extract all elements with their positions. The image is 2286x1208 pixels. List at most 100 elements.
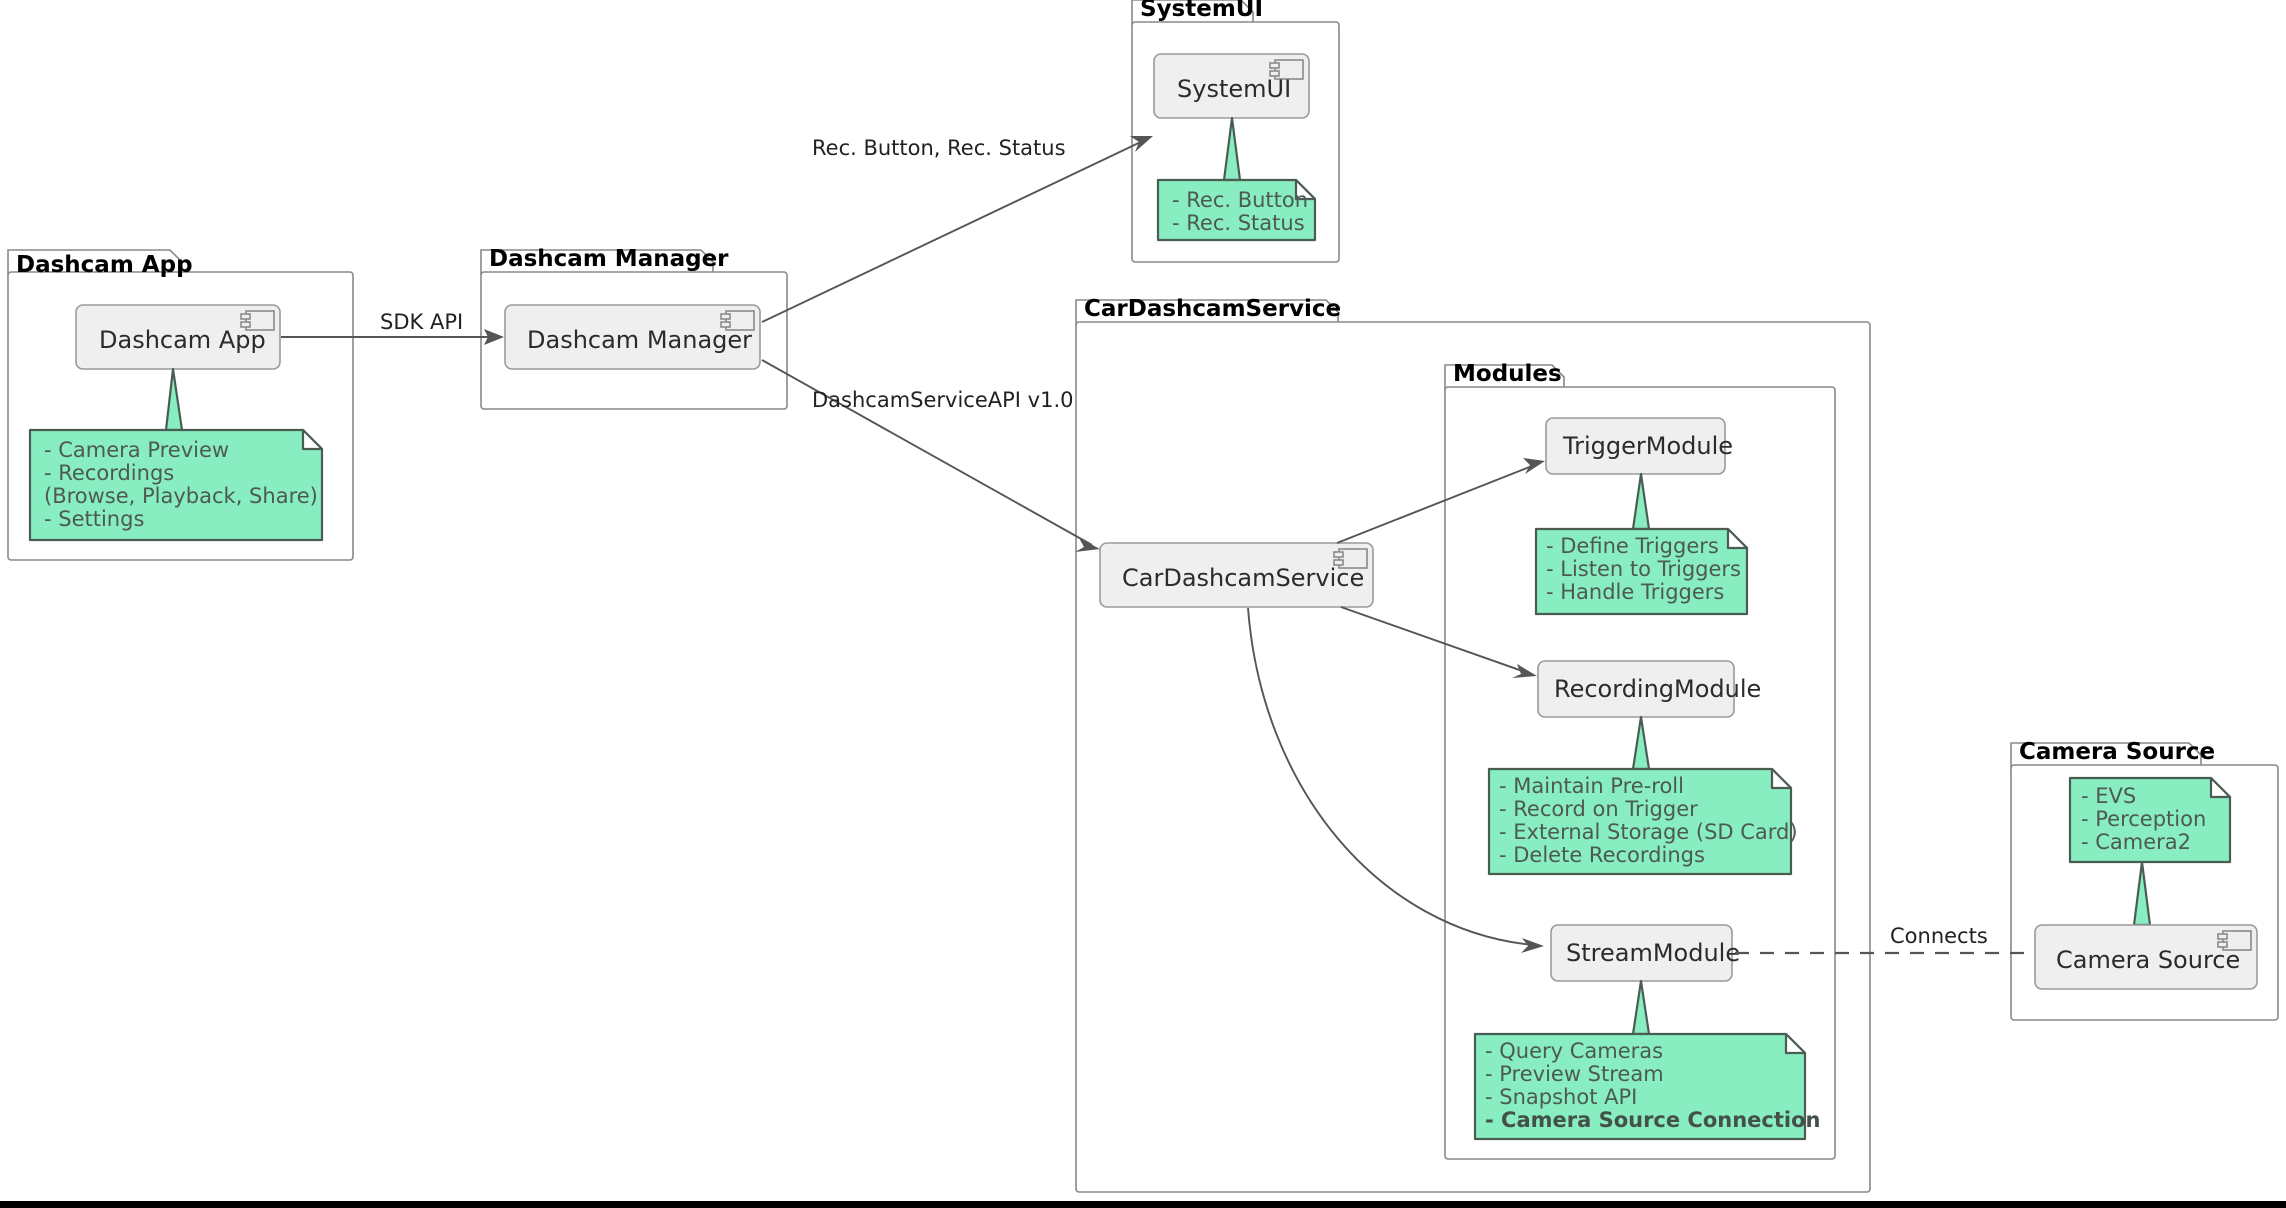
component-label-dashcam-app: Dashcam App [99,326,266,354]
note-line: - Preview Stream [1485,1062,1664,1086]
component-dashcam-app[interactable]: Dashcam App [75,304,281,370]
package-cardashcamservice[interactable]: CarDashcamService CarDashcamService Modu… [1075,296,1871,1193]
note-recordingmodule[interactable]: - Maintain Pre-roll - Record on Trigger … [1487,767,1798,876]
note-line: - Query Cameras [1485,1039,1663,1063]
note-body-dashcam-app [28,428,324,542]
note-line: - Camera Preview [44,438,229,462]
package-dashcam-app[interactable]: Dashcam App Dashcam App - Camera Preview… [7,249,354,561]
note-line: - Recordings [44,461,174,485]
package-title-dashcam-manager: Dashcam Manager [489,246,729,272]
note-line: - Handle Triggers [1546,580,1724,604]
component-box-recordingmodule [1537,660,1735,718]
note-fold-triggermodule [1726,527,1749,550]
connection-line-dashcamserviceapi [761,359,1093,546]
component-label-camera-source: Camera Source [2056,946,2240,974]
component-box-dashcam-manager [504,304,761,370]
package-title-systemui: SystemUI [1140,0,1263,22]
package-modules[interactable]: Modules TriggerModule - Define Triggers … [1444,361,1836,1160]
connection-line-service-trigger [1336,463,1538,544]
component-label-streammodule: StreamModule [1566,939,1740,967]
note-line: - Camera2 [2081,830,2191,854]
connection-service-recording[interactable] [1340,606,1537,678]
package-title-modules: Modules [1453,361,1562,387]
note-line: - Delete Recordings [1499,843,1705,867]
component-label-recordingmodule: RecordingModule [1554,675,1761,703]
package-systemui[interactable]: SystemUI SystemUI - Rec. Button - Rec. S… [1131,0,1340,263]
connection-arrowhead-service-recording [1512,664,1537,678]
package-title-dashcam-app: Dashcam App [16,252,193,278]
connection-arrowhead-dashcamserviceapi [1075,538,1100,552]
connection-dashcamserviceapi[interactable]: DashcamServiceAPI v1.0 [761,359,1100,552]
note-body-streammodule [1473,1032,1807,1141]
connection-line-service-stream [1247,607,1534,946]
component-cardashcamservice[interactable]: CarDashcamService [1099,542,1374,608]
connection-rec-button-status[interactable]: Rec. Button, Rec. Status [761,136,1153,323]
component-label-triggermodule: TriggerModule [1562,432,1733,460]
connection-label-connects: Connects [1890,924,1988,948]
note-body-recordingmodule [1487,767,1793,876]
component-streammodule[interactable]: StreamModule [1550,924,1740,982]
connection-connects[interactable]: Connects [1735,924,2033,955]
package-title-camera-source: Camera Source [2019,739,2215,765]
note-line: - External Storage (SD Card) [1499,820,1798,844]
note-line: - Perception [2081,807,2206,831]
window-bottom-edge [0,1201,2286,1208]
note-systemui[interactable]: - Rec. Button - Rec. Status [1156,178,1317,242]
note-dashcam-app[interactable]: - Camera Preview - Recordings (Browse, P… [28,428,324,542]
component-label-dashcam-manager: Dashcam Manager [527,326,752,354]
component-box-cardashcamservice [1099,542,1374,608]
connection-line-rec-button-status [761,139,1146,323]
component-recordingmodule[interactable]: RecordingModule [1537,660,1761,718]
note-line: - Record on Trigger [1499,797,1698,821]
connection-arrowhead-sdk-api [484,329,504,345]
package-title-cardashcamservice: CarDashcamService [1084,296,1341,322]
connection-service-trigger[interactable] [1336,458,1545,544]
component-camera-source[interactable]: Camera Source [2034,924,2258,990]
note-line: - Settings [44,507,144,531]
connection-service-stream[interactable] [1247,607,1544,953]
component-box-dashcam-app [75,304,281,370]
connection-arrowhead-service-trigger [1523,458,1545,474]
note-fold-camera-source [2209,776,2232,799]
component-box-triggermodule [1545,417,1726,475]
note-line: (Browse, Playback, Share) [44,484,318,508]
package-dashcam-manager[interactable]: Dashcam Manager Dashcam Manager [480,246,788,410]
note-line: - Define Triggers [1546,534,1719,558]
component-glyph-icon [240,310,275,331]
component-label-systemui: SystemUI [1177,75,1291,103]
note-fold-dashcam-app [301,428,324,451]
note-line: - Listen to Triggers [1546,557,1741,581]
note-body-triggermodule [1534,527,1749,616]
connection-arrowhead-service-stream [1521,938,1544,953]
component-label-cardashcamservice: CarDashcamService [1122,564,1364,592]
connection-label-rec-button-status: Rec. Button, Rec. Status [812,136,1066,160]
note-line: - Maintain Pre-roll [1499,774,1684,798]
component-triggermodule[interactable]: TriggerModule [1545,417,1733,475]
note-camera-source[interactable]: - EVS - Perception - Camera2 [2068,776,2232,864]
note-body-systemui [1156,178,1317,242]
note-fold-streammodule [1784,1032,1807,1055]
package-camera-source[interactable]: Camera Source - EVS - Perception - Camer… [2010,739,2279,1021]
connection-sdk-api[interactable]: SDK API [281,310,504,345]
note-streammodule[interactable]: - Query Cameras - Preview Stream - Snaps… [1473,1032,1820,1141]
note-triggermodule[interactable]: - Define Triggers - Listen to Triggers -… [1534,527,1749,616]
connection-label-dashcamserviceapi: DashcamServiceAPI v1.0 [812,388,1074,412]
component-glyph-icon [720,310,755,331]
component-glyph-icon [1333,548,1368,569]
note-line: - Snapshot API [1485,1085,1637,1109]
note-line: - EVS [2081,784,2136,808]
component-systemui[interactable]: SystemUI [1153,53,1310,119]
component-dashcam-manager[interactable]: Dashcam Manager [504,304,761,370]
connection-line-service-recording [1340,606,1529,674]
note-line-bold: - Camera Source Connection [1485,1108,1820,1132]
connection-label-sdk-api: SDK API [380,310,463,334]
note-line: - Rec. Status [1172,211,1305,235]
note-line: - Rec. Button [1172,188,1308,212]
component-glyph-icon [1269,59,1304,80]
component-box-camera-source [2034,924,2258,990]
connection-arrowhead-rec-button-status [1130,136,1153,152]
note-body-camera-source [2068,776,2232,864]
note-fold-recordingmodule [1770,767,1793,790]
